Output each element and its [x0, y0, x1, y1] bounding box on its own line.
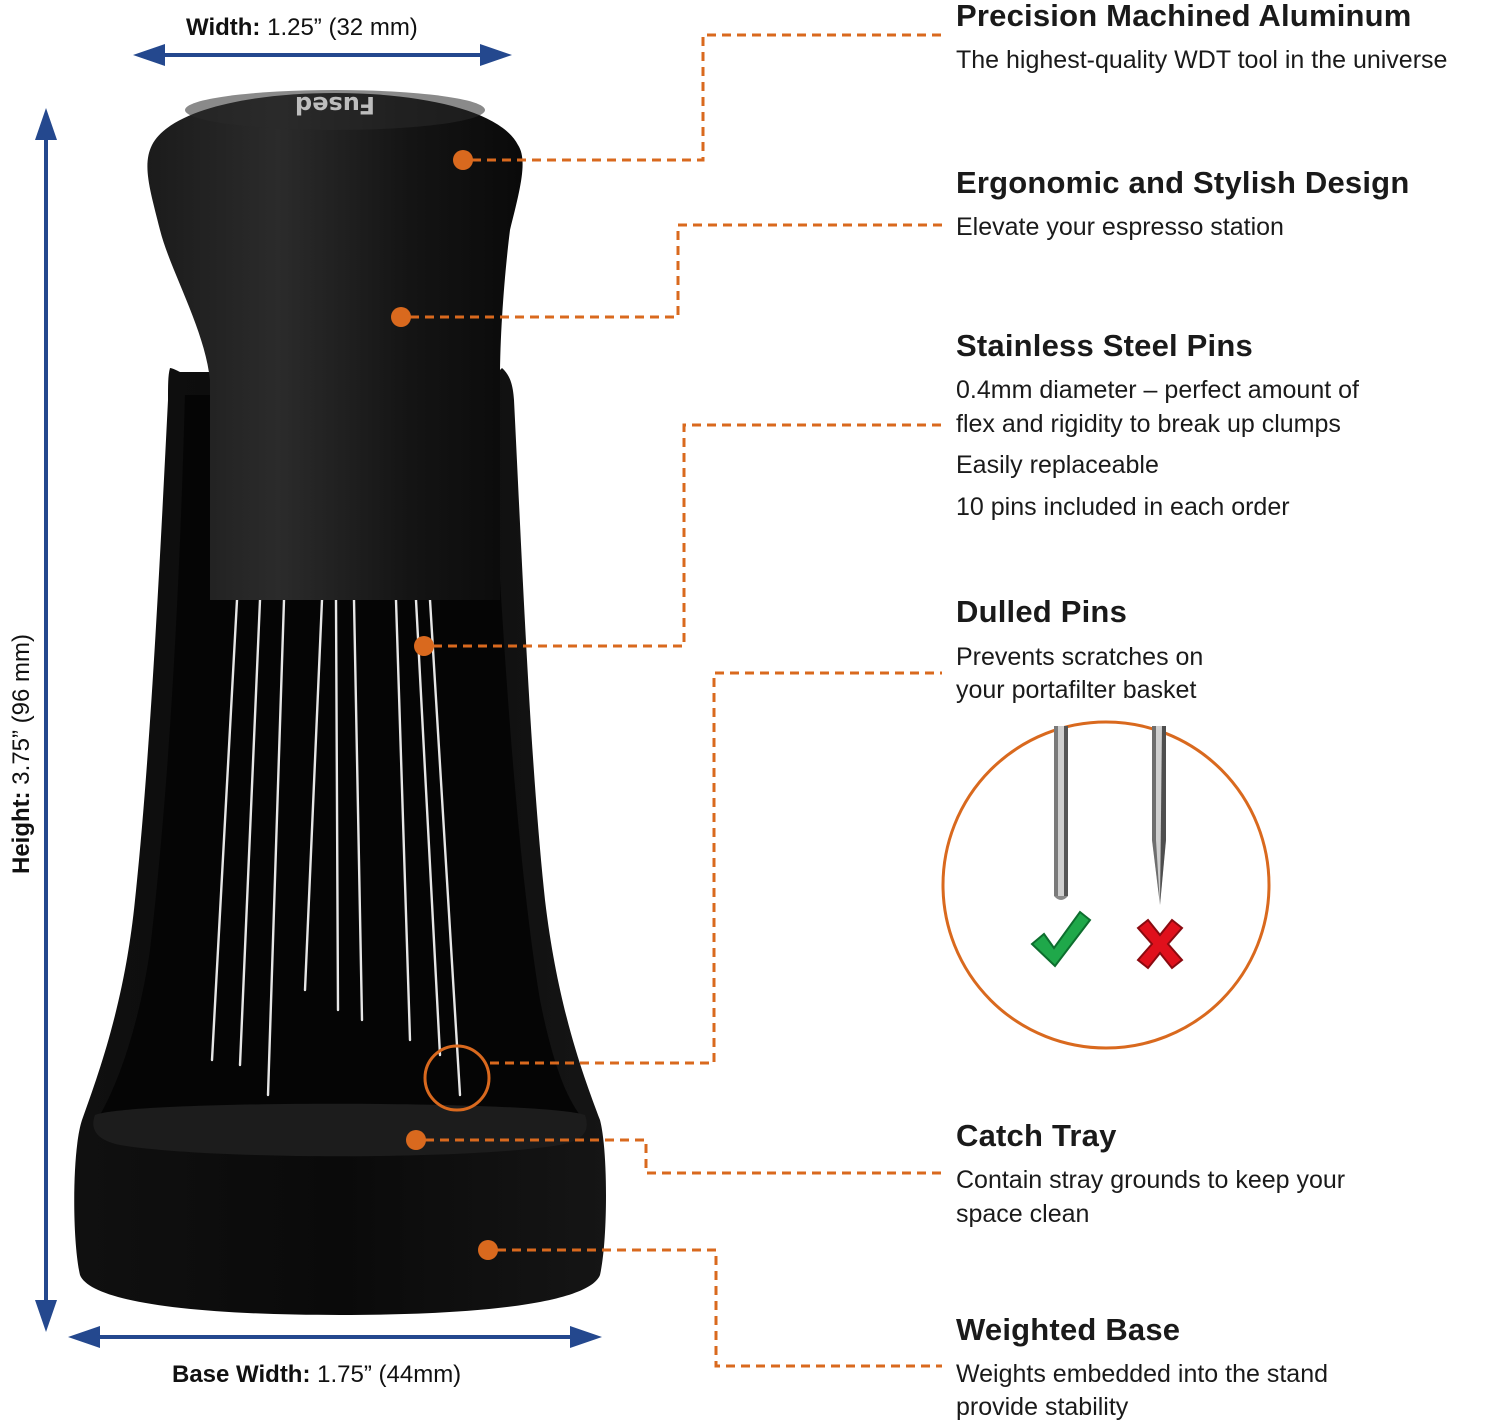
leader-base	[497, 1248, 942, 1368]
dot-pins	[414, 636, 434, 656]
stainless-pins	[210, 598, 462, 1097]
width-label-key: Width:	[186, 14, 261, 41]
dot-base	[478, 1240, 498, 1260]
feature-tray-line: space clean	[956, 1200, 1090, 1228]
callout-lines	[410, 33, 942, 1368]
dot-tray	[406, 1130, 426, 1150]
feature-dulled-line: your portafilter basket	[956, 676, 1197, 704]
leader-precision	[472, 33, 942, 162]
feature-pins-line: 0.4mm diameter – perfect amount of	[956, 376, 1359, 404]
cross-mark-icon	[1136, 918, 1184, 970]
feature-pins-line: Easily replaceable	[956, 451, 1159, 479]
feature-base-line: provide stability	[956, 1393, 1129, 1421]
feature-ergonomic-title: Ergonomic and Stylish Design	[956, 165, 1410, 200]
feature-tray-title: Catch Tray	[956, 1118, 1117, 1153]
feature-precision-line: The highest-quality WDT tool in the univ…	[956, 46, 1448, 74]
check-mark-icon	[1030, 910, 1092, 968]
dot-ergonomic	[391, 307, 411, 327]
feature-precision-title: Precision Machined Aluminum	[956, 0, 1412, 33]
feature-pins-title: Stainless Steel Pins	[956, 328, 1253, 363]
aluminum-handle: Fused	[147, 90, 523, 600]
width-label-value: 1.25” (32 mm)	[267, 14, 418, 41]
brand-engraving: Fused	[295, 91, 375, 119]
feature-ergonomic-line: Elevate your espresso station	[956, 213, 1284, 241]
base-width-arrow	[68, 1326, 602, 1348]
base-width-label-value: 1.75” (44mm)	[317, 1361, 462, 1388]
feature-pins-line: 10 pins included in each order	[956, 493, 1290, 521]
feature-base-line: Weights embedded into the stand	[956, 1360, 1329, 1388]
height-label-key: Height:	[8, 791, 35, 875]
callout-dots	[391, 150, 498, 1260]
base-width-label-key: Base Width:	[172, 1361, 311, 1388]
feature-dulled-title: Dulled Pins	[956, 594, 1128, 629]
pin-tip-inset	[941, 720, 1271, 1050]
feature-tray-line: Contain stray grounds to keep your	[956, 1166, 1346, 1194]
height-arrow	[35, 108, 57, 1332]
base-width-label: Base Width: 1.75” (44mm)	[172, 1361, 461, 1389]
dot-precision	[453, 150, 473, 170]
height-label: Height: 3.75” (96 mm)	[8, 604, 36, 904]
dulled-pin-highlight-ring	[423, 1044, 491, 1112]
feature-base-title: Weighted Base	[956, 1312, 1181, 1347]
feature-dulled-line: Prevents scratches on	[956, 643, 1204, 671]
width-arrow	[133, 44, 512, 66]
dulled-pin-image	[1054, 726, 1068, 900]
height-label-value: 3.75” (96 mm)	[8, 633, 35, 785]
leader-pins	[433, 423, 942, 648]
width-label: Width: 1.25” (32 mm)	[186, 14, 418, 42]
sharp-pin-image	[1152, 726, 1166, 905]
leader-tray	[425, 1138, 942, 1175]
feature-pins-line: flex and rigidity to break up clumps	[956, 410, 1341, 438]
leader-dulled	[490, 671, 942, 1065]
